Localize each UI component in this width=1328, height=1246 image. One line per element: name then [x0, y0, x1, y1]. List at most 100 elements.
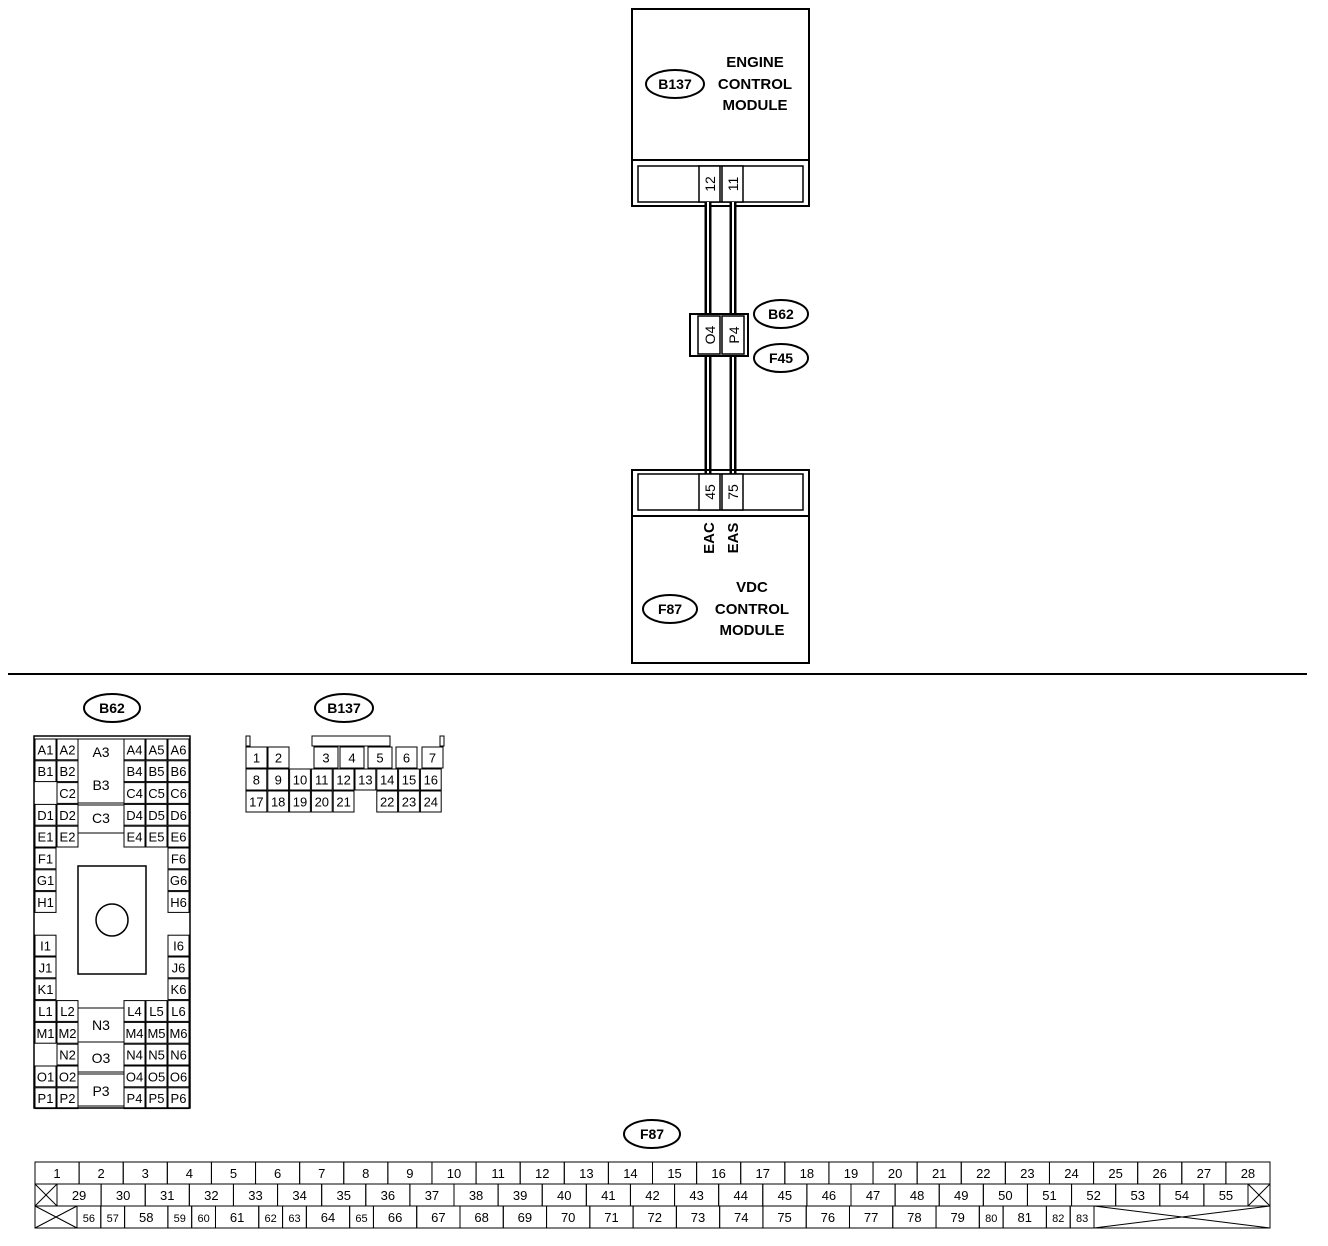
b62-cell-i6: I6 — [173, 939, 184, 954]
b137-pin-6: 6 — [403, 751, 410, 766]
b137-pin-17-box — [245, 790, 268, 813]
f87-pin-37: 37 — [425, 1188, 439, 1203]
b62-cell-p6: P6 — [171, 1091, 187, 1106]
b137-pin-21-box — [332, 790, 355, 813]
b62-cell-p5-box — [145, 1087, 168, 1110]
f87-pin-60: 60 — [197, 1213, 209, 1225]
b62-cell-l5: L5 — [149, 1004, 163, 1019]
vdc-control-module: 45 75 EAC EAS F87 VDC CONTROL MODULE — [631, 469, 810, 664]
b62-cell-b2: B2 — [60, 764, 76, 779]
b137-pin-20-box — [310, 790, 333, 813]
b137-pin-2: 2 — [275, 751, 282, 766]
f87-pin-16: 16 — [711, 1166, 725, 1181]
b62-cell-p5: P5 — [149, 1091, 165, 1106]
b137-pin-21: 21 — [336, 795, 350, 810]
b62-cell-e2: E2 — [60, 830, 76, 845]
b62-cell-n5: N5 — [148, 1048, 165, 1063]
f87-pin-2: 2 — [98, 1166, 105, 1181]
f87-pin-1: 1 — [53, 1166, 60, 1181]
b62-cell-e4-box — [123, 825, 146, 848]
f87-pin-78: 78 — [907, 1210, 921, 1225]
b62-cell-e1-box — [34, 825, 57, 848]
f87-pin-68: 68 — [474, 1210, 488, 1225]
b62-cell-c5: C5 — [148, 786, 165, 801]
f87-pin-34: 34 — [292, 1188, 306, 1203]
b137-pin-3-box — [313, 746, 339, 769]
f87-row3-blank-right-box — [1093, 1205, 1271, 1229]
b62-cell-h1-box — [34, 891, 57, 913]
f87-pin-13: 13 — [579, 1166, 593, 1181]
f87-pin-15: 15 — [667, 1166, 681, 1181]
b62-cell-o2: O2 — [59, 1069, 76, 1084]
f87-row3-blocked-right — [1093, 1205, 1271, 1229]
b62-cell-d1: D1 — [37, 808, 54, 823]
f87-pin-12: 12 — [535, 1166, 549, 1181]
f87-pin-35: 35 — [336, 1188, 350, 1203]
b137-pin-17: 17 — [249, 795, 263, 810]
b62-center-cells: A3 B3 C3 N3 O3 P3 — [77, 738, 125, 1107]
f87-pin-28: 28 — [1241, 1166, 1255, 1181]
ecm-title-line3: MODULE — [723, 97, 788, 114]
b62-cell-l4: L4 — [127, 1004, 141, 1019]
b62-cell-p4: P4 — [127, 1091, 143, 1106]
b62-cell-j6-box — [167, 956, 190, 979]
ecm-pin-11: 11 — [725, 177, 741, 192]
b62-cell-a3: A3 — [92, 744, 109, 760]
f87-pin-3: 3 — [142, 1166, 149, 1181]
b137-pin-11: 11 — [315, 773, 329, 788]
b62-cell-n5-box — [145, 1043, 168, 1066]
f87-pin-6: 6 — [274, 1166, 281, 1181]
b62-cell-n2: N2 — [59, 1048, 76, 1063]
b62-cell-j1: J1 — [39, 960, 53, 975]
f87-pin-59: 59 — [174, 1213, 186, 1225]
f87-pin-58: 58 — [139, 1210, 153, 1225]
f87-pin-14: 14 — [623, 1166, 637, 1181]
b62-cell-b4: B4 — [127, 764, 143, 779]
b137-pin-5-box — [367, 746, 393, 769]
b62-cell-b5-box — [145, 760, 168, 783]
f87-pin-71: 71 — [604, 1210, 618, 1225]
b137-pin-1-box — [245, 746, 268, 769]
f87-pin-52: 52 — [1086, 1188, 1100, 1203]
b62-cell-e6-box — [167, 825, 190, 848]
b62-cell-o4: O4 — [126, 1069, 143, 1084]
b62-cell-g6-box — [167, 869, 190, 892]
b137-pin-10-box — [289, 768, 311, 791]
b137-pin-23-box — [398, 790, 420, 813]
f87-row3-blocked-left — [34, 1205, 78, 1229]
f87-pin-76: 76 — [821, 1210, 835, 1225]
b62-cell-o6-box — [167, 1065, 190, 1088]
f87-pin-65: 65 — [355, 1213, 367, 1225]
b137-pin-5: 5 — [376, 751, 383, 766]
b62-cell-p3: P3 — [92, 1083, 109, 1099]
f87-pin-9: 9 — [406, 1166, 413, 1181]
f87-pin-51: 51 — [1042, 1188, 1056, 1203]
b62-cell-n3: N3 — [92, 1017, 110, 1033]
b62-cell-l6-box — [167, 1000, 190, 1022]
ecm-connector-tag — [645, 69, 705, 99]
b62-cell-p1-box — [34, 1087, 57, 1110]
b62-cell-d5-box — [145, 803, 168, 826]
f87-pin-45: 45 — [778, 1188, 792, 1203]
b62-cell-a1-box — [34, 738, 57, 761]
f87-pin-55: 55 — [1219, 1188, 1233, 1203]
f87-face-tag: F87 — [640, 1126, 664, 1142]
b62-cell-b5: B5 — [149, 764, 165, 779]
b62-cell-m6: M6 — [169, 1026, 187, 1041]
b137-pin-15-box — [398, 768, 420, 791]
b137-pin-2-box — [267, 746, 290, 769]
f87-pin-54: 54 — [1175, 1188, 1189, 1203]
b62-cell-d6: D6 — [170, 808, 187, 823]
b62-cell-i1: I1 — [40, 939, 51, 954]
b137-pin-19: 19 — [293, 795, 307, 810]
b62-cell-p2: P2 — [60, 1091, 76, 1106]
f87-pin-67: 67 — [431, 1210, 445, 1225]
b62-cell-a1: A1 — [38, 742, 54, 757]
b62-cell-a6: A6 — [171, 742, 187, 757]
f87-pin-30: 30 — [116, 1188, 130, 1203]
b137-pin-7: 7 — [429, 751, 436, 766]
